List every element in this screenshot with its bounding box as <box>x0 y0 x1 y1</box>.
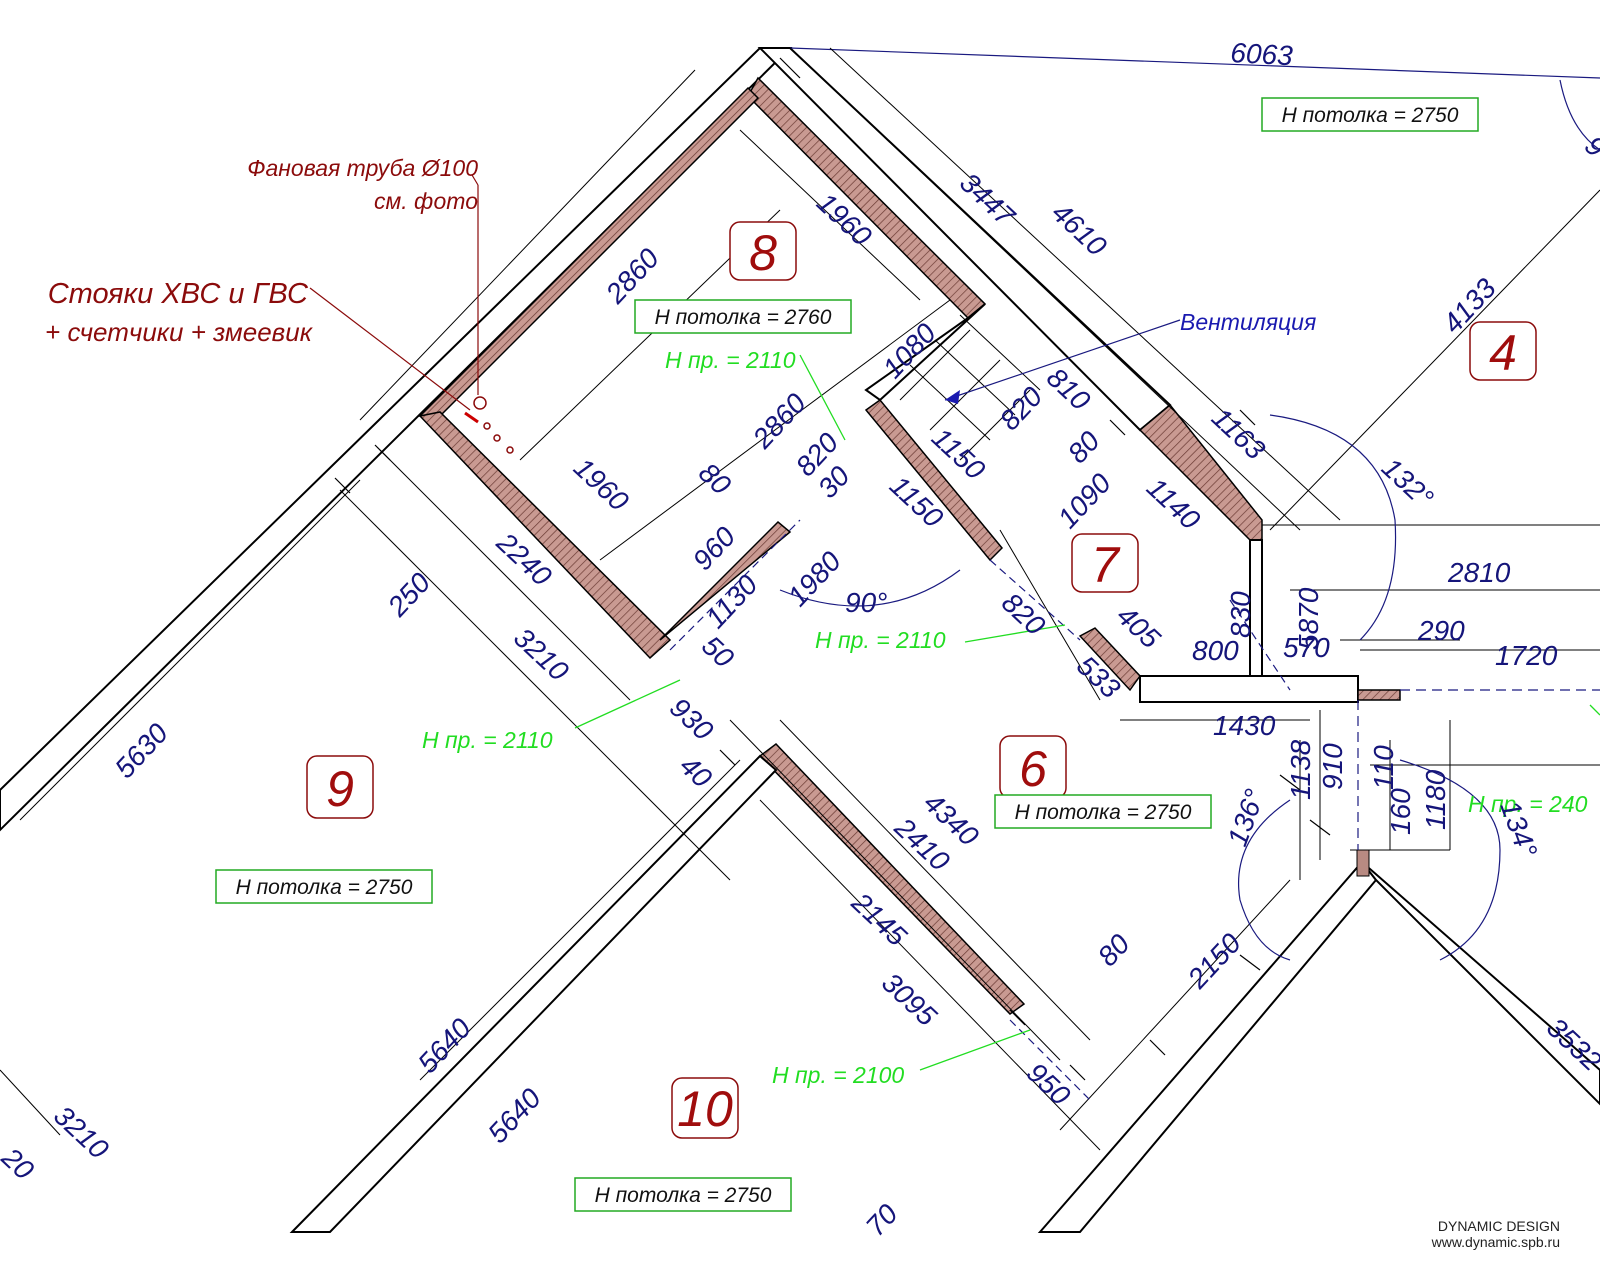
dimension-label: 950 <box>1021 1057 1077 1112</box>
room-4-label: 4 <box>1469 321 1537 381</box>
dimension-label: 1430 <box>1213 710 1276 741</box>
angle-label: 90° <box>845 587 887 618</box>
dimension-label: 1180 <box>1420 769 1451 830</box>
dimension-label: 405 <box>1111 600 1167 655</box>
opening-height-room10: Н пр. = 2100 <box>772 1062 904 1088</box>
opening-heights: Н пр. = 2110 Н пр. = 2110 Н пр. = 2110 Н… <box>422 347 1588 1088</box>
angle-label: 132° <box>1376 452 1440 514</box>
room-10-label: 10 <box>671 1077 739 1139</box>
ceiling-height-room10: Н потолка = 2750 <box>574 1177 792 1212</box>
svg-text:Н потолка = 2750: Н потолка = 2750 <box>236 876 413 899</box>
room-8-label: 8 <box>729 221 797 281</box>
dimension-label: 6063 <box>1230 37 1294 71</box>
svg-text:8: 8 <box>749 225 777 281</box>
dimension-label: 910 <box>1317 743 1348 790</box>
angle-label: 136° <box>1222 785 1271 850</box>
dimension-label: 820 <box>996 587 1052 642</box>
opening-height-room9: Н пр. = 2110 <box>422 727 553 753</box>
dimension-label: 2810 <box>1447 557 1511 588</box>
ceiling-height-room8: Н потолка = 2760 <box>634 299 852 334</box>
room-9-label: 9 <box>306 755 374 819</box>
dimension-label: 160 <box>1385 788 1416 835</box>
dimension-label: 1980 <box>782 545 847 612</box>
dimension-label: 570 <box>1283 632 1330 663</box>
dimension-label: 5870 <box>1293 587 1324 650</box>
column <box>1356 849 1370 877</box>
dimension-label: 110 <box>1368 745 1399 790</box>
dimension-label: 830 <box>1225 591 1256 638</box>
opening-height-room7: Н пр. = 2110 <box>815 627 946 653</box>
svg-text:10: 10 <box>677 1081 733 1137</box>
dimension-label: 290 <box>1417 615 1465 646</box>
fan-pipe-note: Фановая труба Ø100 <box>247 155 478 181</box>
fan-pipe-note-photo: см. фото <box>374 188 478 214</box>
dimension-label: 1720 <box>1495 640 1558 671</box>
svg-text:4: 4 <box>1489 325 1517 381</box>
dimension-label: 1090 <box>1052 467 1117 534</box>
dimension-lines <box>0 47 1600 1151</box>
dimension-label: 5640 <box>482 1082 547 1149</box>
dimension-label: 50 <box>696 630 740 674</box>
opening-height-room8: Н пр. = 2110 <box>665 347 796 373</box>
company-website: www.dynamic.spb.ru <box>1431 1234 1560 1250</box>
opening-height-room4: Н пр. = 240 <box>1468 791 1588 817</box>
dimension-label: 3210 <box>508 622 575 687</box>
svg-text:9: 9 <box>326 761 354 817</box>
partition-room7-east <box>1138 403 1263 541</box>
dimension-label: 250 <box>381 566 437 622</box>
room-labels: 8 7 4 9 6 10 <box>306 221 1537 1139</box>
dimension-label: 4610 <box>1046 197 1113 262</box>
partition-room7-west <box>864 398 1004 562</box>
wall-room6-southeast <box>1037 860 1378 1233</box>
room-7-label: 7 <box>1071 533 1139 593</box>
ventilation-note: Вентиляция <box>1180 309 1316 335</box>
room-6-label: 6 <box>999 735 1067 799</box>
ceiling-height-room9: Н потолка = 2750 <box>215 869 433 904</box>
dimension-label: 1138 <box>1285 739 1316 800</box>
dimension-label: 800 <box>1192 635 1239 666</box>
dimension-label: 70 <box>860 1198 904 1242</box>
ceiling-height-room4: Н потолка = 2750 <box>1261 97 1479 132</box>
ceiling-height-room6: Н потолка = 2750 <box>994 794 1212 829</box>
wall-room4-south <box>1361 861 1600 1106</box>
svg-text:6: 6 <box>1019 741 1047 797</box>
small-door-jamb <box>1357 689 1401 701</box>
dimension-label: 1960 <box>568 452 635 517</box>
company-name: DYNAMIC DESIGN <box>1437 1218 1560 1234</box>
dimension-label: 820 <box>994 380 1049 436</box>
dimension-label: 80 <box>1092 928 1136 972</box>
ceiling-heights: Н потолка = 2760 Н потолка = 2750 Н пото… <box>215 97 1479 1212</box>
dimension-label: 80 <box>1062 425 1106 469</box>
partition-room8-diagonal <box>418 411 672 660</box>
svg-text:7: 7 <box>1091 537 1121 593</box>
risers-note-extras: + счетчики + змеевик <box>45 317 314 347</box>
partition-room6-room10 <box>758 743 1026 1015</box>
wall-room6-north <box>1139 675 1359 703</box>
dimension-label: 1130 <box>700 569 764 634</box>
notes: Фановая труба Ø100 см. фото Стояки ХВС и… <box>45 155 1316 347</box>
dimension-label: 40 <box>674 750 718 794</box>
dimension-label: 20 <box>0 1141 40 1186</box>
svg-text:Н потолка = 2760: Н потолка = 2760 <box>655 306 832 329</box>
dimension-label: 1163 <box>1206 402 1271 466</box>
svg-text:Н потолка = 2750: Н потолка = 2750 <box>1015 801 1192 824</box>
angle-label: 9 <box>1579 130 1600 163</box>
partition-room8-room9-door <box>659 520 792 641</box>
wall-room9-room10 <box>289 754 778 1233</box>
dimension-label: 5630 <box>109 717 174 784</box>
walls <box>0 47 1600 1233</box>
svg-text:Н потолка = 2750: Н потолка = 2750 <box>595 1184 772 1207</box>
footer-credit: DYNAMIC DESIGN www.dynamic.spb.ru <box>1432 1218 1560 1250</box>
risers-note: Стояки ХВС и ГВС <box>48 278 309 310</box>
svg-text:Н потолка = 2750: Н потолка = 2750 <box>1282 104 1459 127</box>
dimension-label: 930 <box>664 692 720 747</box>
dimension-label: 3095 <box>876 967 943 1032</box>
